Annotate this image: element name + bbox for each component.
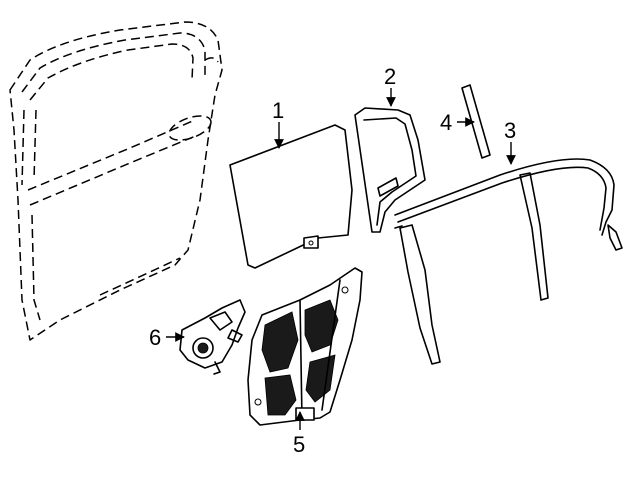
svg-text:2: 2 [384,64,396,89]
svg-text:3: 3 [504,118,516,143]
door-glass [229,124,353,269]
callout-4: 4 [440,110,475,135]
callout-1: 1 [272,98,284,149]
svg-text:1: 1 [272,98,284,123]
callout-6: 6 [149,325,185,350]
callout-5: 5 [293,411,305,457]
quarter-glass-frame [354,107,426,233]
svg-text:4: 4 [440,110,452,135]
callout-3: 3 [504,118,516,165]
callout-2: 2 [384,64,396,107]
svg-text:5: 5 [293,432,305,457]
door-shell-outline [9,21,223,341]
window-regulator [247,267,363,426]
window-strip [461,84,491,159]
svg-text:6: 6 [149,325,161,350]
run-channel-frame [394,158,623,365]
window-motor [179,299,246,375]
